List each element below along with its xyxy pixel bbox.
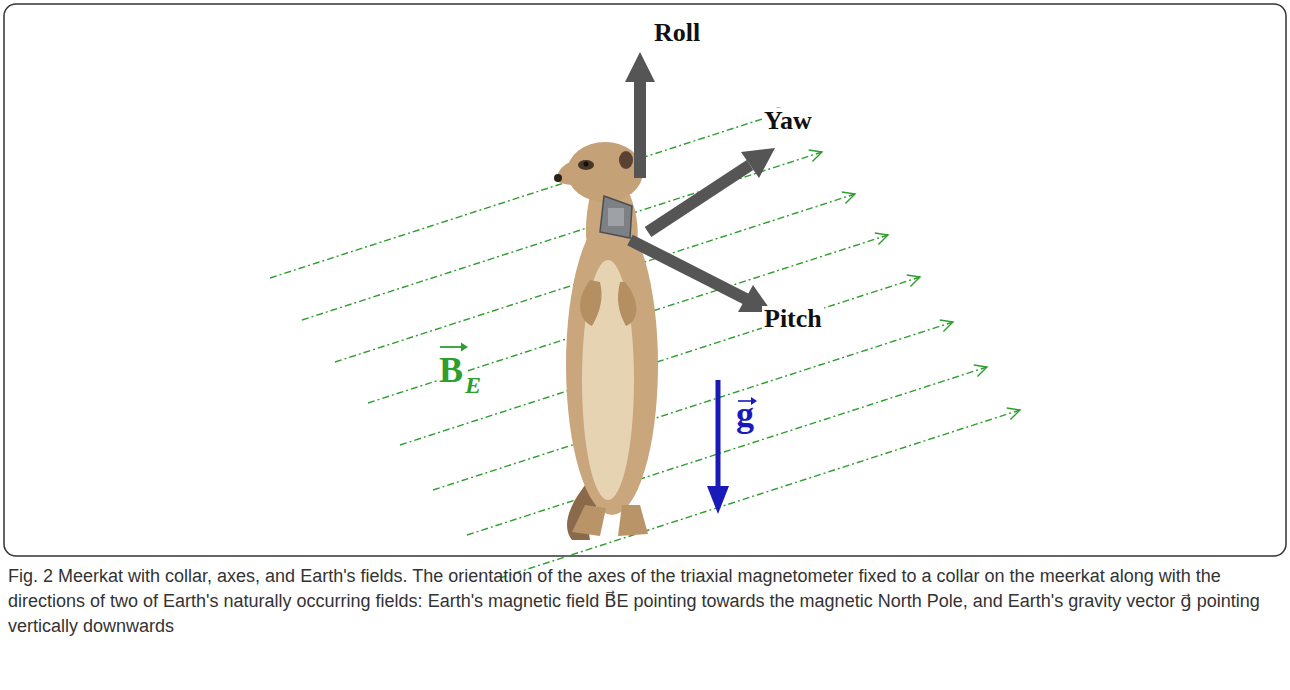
- axis-label: Yaw: [762, 108, 814, 134]
- meerkat-snout: [557, 160, 590, 185]
- yaw-arrow-head: [741, 148, 775, 178]
- axis-arrows: [625, 52, 775, 312]
- axis-label: Pitch: [762, 306, 824, 332]
- gravity-arrow-head: [707, 486, 729, 514]
- gravity-symbol: g: [736, 396, 754, 432]
- gravity-arrow: [707, 380, 757, 514]
- figure-frame: [4, 4, 1286, 556]
- yaw-arrow-shaft: [648, 165, 750, 232]
- gravity-arrow-shaft: [716, 380, 721, 488]
- meerkat-foot: [618, 505, 648, 536]
- field-line: [270, 110, 790, 278]
- field-vector-mark: [440, 343, 468, 352]
- roll-arrow-head: [625, 52, 655, 82]
- vector-overarrow: [440, 346, 462, 348]
- collar-logger: [600, 196, 632, 238]
- figure-caption: Fig. 2 Meerkat with collar, axes, and Ea…: [8, 564, 1280, 638]
- field-line: [467, 367, 987, 535]
- pitch-arrow-shaft: [630, 240, 746, 299]
- roll-arrow-shaft: [634, 80, 646, 178]
- axis-label: Roll: [654, 20, 700, 46]
- magnetic-field-lines: [270, 110, 1020, 578]
- meerkat-eye: [584, 162, 589, 167]
- meerkat-eye-patch: [578, 160, 594, 170]
- field-symbol: B: [437, 352, 465, 388]
- meerkat-arm: [618, 282, 636, 326]
- meerkat-arm: [580, 280, 602, 326]
- meerkat-body: [566, 215, 658, 515]
- field-line: [400, 277, 920, 445]
- meerkat-nose: [554, 174, 562, 182]
- field-line: [433, 322, 953, 490]
- meerkat-foot: [572, 505, 606, 536]
- collar-logger-panel: [608, 208, 624, 226]
- meerkat-ear: [619, 151, 633, 169]
- vector-overarrow-head: [461, 343, 468, 352]
- meerkat-figure: [554, 142, 658, 540]
- field-subscript: E: [463, 373, 483, 397]
- field-line: [302, 152, 822, 320]
